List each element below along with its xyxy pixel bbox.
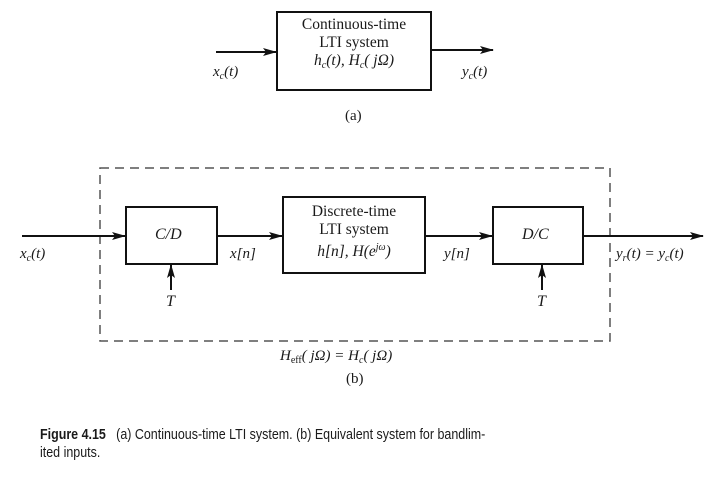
input-label-a: xc(t) [213, 64, 239, 82]
caption-text: (a) Continuous-time LTI system. (b) Equi… [116, 427, 486, 443]
xn-label: x[n] [230, 246, 256, 262]
dt-box-response: h[n], H(ejω) [317, 242, 391, 260]
dt-box-title: Discrete-time [311, 203, 397, 220]
box-title: Continuous-time [301, 16, 407, 33]
caption-line-2: ited inputs. [40, 445, 101, 461]
dc-converter-label: D/C [522, 226, 549, 243]
output-label-a: yc(t) [462, 64, 488, 82]
caption-line-1: Figure 4.15 (a) Continuous-time LTI syste… [40, 426, 702, 444]
sublabel-b: (b) [346, 371, 364, 387]
effective-response-equation: Heff( jΩ) = Hc( jΩ) [280, 348, 393, 366]
figure-number: Figure 4.15 [40, 427, 106, 443]
discrete-time-system-text: Discrete-time LTI system h[n], H(ejω) [283, 203, 425, 261]
yn-label: y[n] [444, 246, 470, 262]
sublabel-a: (a) [345, 108, 362, 124]
box-subtitle: LTI system [319, 34, 389, 51]
cd-converter-label: C/D [155, 226, 182, 243]
figure-caption: Figure 4.15 (a) Continuous-time LTI syste… [40, 426, 702, 462]
input-label-b: xc(t) [20, 246, 46, 264]
output-label-b: yr(t) = yc(t) [616, 246, 684, 264]
equivalent-system-boundary [99, 167, 611, 342]
dt-box-subtitle: LTI system [319, 221, 389, 238]
continuous-time-system-text: Continuous-time LTI system hc(t), Hc( jΩ… [277, 16, 431, 75]
box-response: hc(t), Hc( jΩ) [314, 52, 394, 71]
cd-sample-period-label: T [166, 293, 175, 310]
dc-sample-period-label: T [537, 293, 546, 310]
